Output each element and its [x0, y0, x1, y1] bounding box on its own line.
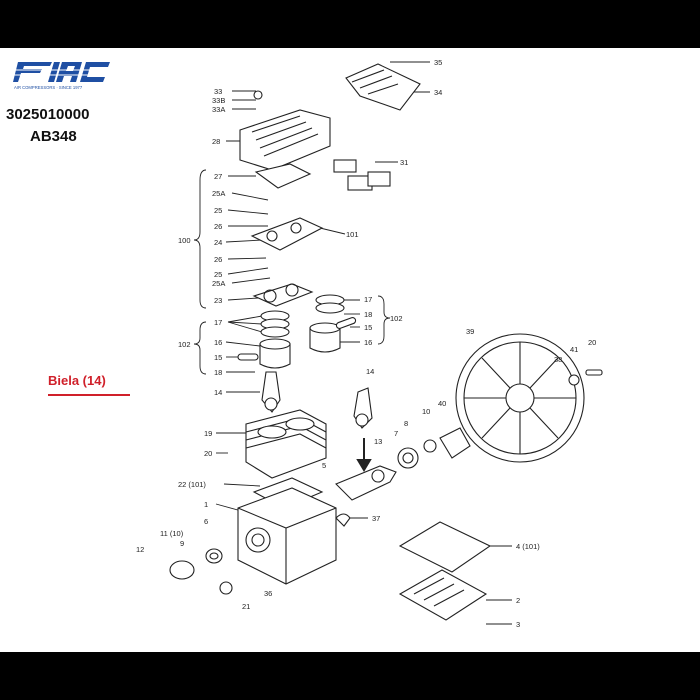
- callout-3: 3: [516, 620, 520, 629]
- callout-33: 33: [214, 87, 222, 96]
- callout-35: 35: [434, 58, 442, 67]
- callout-12: 12: [136, 545, 144, 554]
- callout-33a: 33A: [212, 105, 225, 114]
- callout-38: 38: [554, 355, 562, 364]
- callout-10: 10: [422, 407, 430, 416]
- callout-17-left: 17: [214, 318, 222, 327]
- part-number: 3025010000: [6, 106, 90, 123]
- callout-16-left: 16: [214, 338, 222, 347]
- callout-9: 9: [180, 539, 184, 548]
- callout-18-left: 18: [214, 368, 222, 377]
- callout-22: 22 (101): [178, 480, 206, 489]
- callout-25-bot: 25: [214, 270, 222, 279]
- callout-5: 5: [322, 461, 326, 470]
- model-code: AB348: [30, 128, 77, 145]
- callout-25a-bot: 25A: [212, 279, 225, 288]
- callout-15-right: 15: [364, 323, 372, 332]
- svg-text:AIR COMPRESSORS · SINCE 1977: AIR COMPRESSORS · SINCE 1977: [14, 85, 83, 90]
- callout-34: 34: [434, 88, 442, 97]
- parts-diagram-sheet: AIR COMPRESSORS · SINCE 1977 3025010000 …: [0, 48, 700, 652]
- callout-21: 21: [242, 602, 250, 611]
- callout-101: 101: [346, 230, 359, 239]
- callout-31: 31: [400, 158, 408, 167]
- callout-36: 36: [264, 589, 272, 598]
- callout-13: 13: [374, 437, 382, 446]
- callout-26-bot: 26: [214, 255, 222, 264]
- callout-19: 19: [204, 429, 212, 438]
- callout-6: 6: [204, 517, 208, 526]
- callout-40: 40: [438, 399, 446, 408]
- callout-18-right: 18: [364, 310, 372, 319]
- callout-102-right: 102: [390, 314, 403, 323]
- callout-27: 27: [214, 172, 222, 181]
- highlight-underline: [48, 394, 130, 396]
- callout-102-left: 102: [178, 340, 191, 349]
- callout-37: 37: [372, 514, 380, 523]
- callout-7: 7: [394, 429, 398, 438]
- highlight-label-biela: Biela (14): [48, 373, 106, 388]
- callout-26-top: 26: [214, 222, 222, 231]
- callout-1: 1: [204, 500, 208, 509]
- callout-20-left: 20: [204, 449, 212, 458]
- fiac-logo: AIR COMPRESSORS · SINCE 1977: [13, 62, 110, 90]
- callout-4: 4 (101): [516, 542, 540, 551]
- callout-28: 28: [212, 137, 220, 146]
- callout-25a-top: 25A: [212, 189, 225, 198]
- callout-11: 11 (10): [160, 529, 184, 538]
- callout-25-top: 25: [214, 206, 222, 215]
- callout-41: 41: [570, 345, 578, 354]
- callout-39: 39: [466, 327, 474, 336]
- callout-14-right: 14: [366, 367, 374, 376]
- callout-16-right: 16: [364, 338, 372, 347]
- callout-14-left: 14: [214, 388, 222, 397]
- callout-33b: 33B: [212, 96, 225, 105]
- callout-23: 23: [214, 296, 222, 305]
- callout-20-right: 20: [588, 338, 596, 347]
- callout-24: 24: [214, 238, 222, 247]
- callout-8: 8: [404, 419, 408, 428]
- callout-17-right: 17: [364, 295, 372, 304]
- callout-2: 2: [516, 596, 520, 605]
- callout-15-left: 15: [214, 353, 222, 362]
- callout-100: 100: [178, 236, 191, 245]
